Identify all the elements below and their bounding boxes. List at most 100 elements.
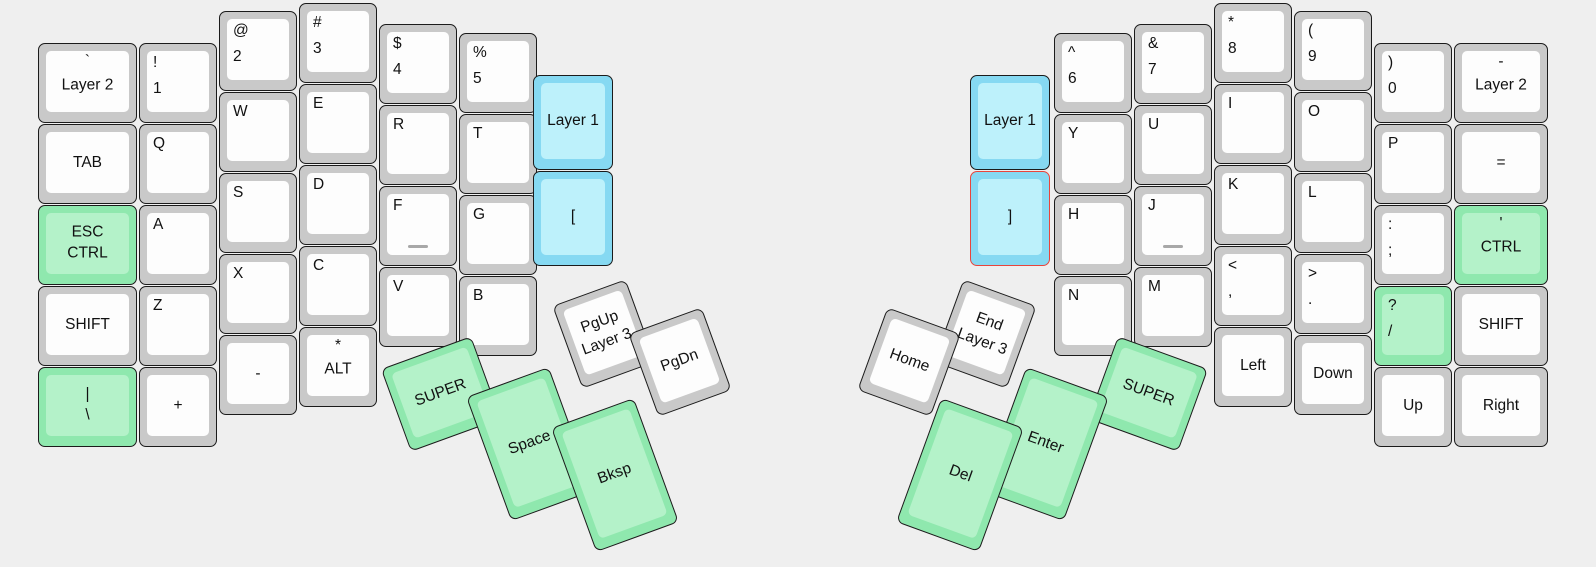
key-shift-right[interactable]: SHIFT	[1454, 286, 1548, 366]
key-grave-layer2-cap: `Layer 2	[46, 51, 129, 112]
key-layer1-left[interactable]: Layer 1	[533, 75, 613, 170]
key-v-base-legend: V	[393, 278, 404, 295]
key-5[interactable]: %5	[459, 33, 537, 113]
key-z[interactable]: Z	[139, 286, 217, 366]
key-e[interactable]: E	[299, 84, 377, 164]
key-9[interactable]: (9	[1294, 11, 1372, 91]
key-alt[interactable]: *ALT	[299, 327, 377, 407]
key-f[interactable]: F	[379, 186, 457, 266]
key-6-shift-legend: ^	[1068, 44, 1076, 61]
key-home-legend: Home	[887, 344, 933, 376]
key-7[interactable]: &7	[1134, 24, 1212, 104]
key-del-legend: Del	[946, 461, 975, 485]
key-t[interactable]: T	[459, 114, 537, 194]
key-del[interactable]: Del	[896, 397, 1024, 553]
key-equal[interactable]: =	[1454, 124, 1548, 204]
key-plus-legend: +	[173, 396, 183, 414]
key-del-cap: Del	[907, 408, 1014, 539]
key-0[interactable]: )0	[1374, 43, 1452, 123]
key-layer1-right[interactable]: Layer 1	[970, 75, 1050, 170]
key-8[interactable]: *8	[1214, 3, 1292, 83]
key-minus-layer2[interactable]: -Layer 2	[1454, 43, 1548, 123]
key-period[interactable]: >.	[1294, 254, 1372, 334]
key-y-cap: Y	[1062, 122, 1124, 183]
key-8-shift-legend: *	[1228, 14, 1235, 31]
key-w[interactable]: W	[219, 92, 297, 172]
key-bracket-left[interactable]: [	[533, 171, 613, 266]
key-2[interactable]: @2	[219, 11, 297, 91]
key-l-base-legend: L	[1308, 184, 1317, 201]
key-down-legend: Down	[1313, 364, 1353, 382]
key-v[interactable]: V	[379, 267, 457, 347]
key-m[interactable]: M	[1134, 267, 1212, 347]
key-3[interactable]: #3	[299, 3, 377, 83]
key-pgdn[interactable]: PgDn	[628, 307, 732, 417]
key-q[interactable]: Q	[139, 124, 217, 204]
key-pipe-backslash-legend-line2: \	[85, 406, 90, 424]
key-tab[interactable]: TAB	[38, 124, 137, 204]
key-plus[interactable]: +	[139, 367, 217, 447]
key-pipe-backslash[interactable]: |\	[38, 367, 137, 447]
key-minus-layer2-top-legend: -	[1498, 53, 1504, 70]
key-left[interactable]: Left	[1214, 327, 1292, 407]
key-g[interactable]: G	[459, 195, 537, 275]
key-w-cap: W	[227, 100, 289, 161]
key-c[interactable]: C	[299, 246, 377, 326]
key-bksp[interactable]: Bksp	[551, 397, 679, 553]
key-4-cap: $4	[387, 32, 449, 93]
key-super-right-cap: SUPER	[1099, 346, 1198, 439]
key-j[interactable]: J	[1134, 186, 1212, 266]
key-7-shift-legend: &	[1148, 35, 1159, 52]
key-2-cap: @2	[227, 19, 289, 80]
key-alt-legend: ALT	[324, 359, 352, 377]
key-up[interactable]: Up	[1374, 367, 1452, 447]
key-quote-ctrl[interactable]: 'CTRL	[1454, 205, 1548, 285]
key-comma[interactable]: <,	[1214, 246, 1292, 326]
key-semicolon-base-legend: ;	[1388, 242, 1393, 259]
key-s[interactable]: S	[219, 173, 297, 253]
key-i[interactable]: I	[1214, 84, 1292, 164]
key-slash-shift-legend: ?	[1388, 297, 1397, 314]
key-i-cap: I	[1222, 92, 1284, 153]
key-shift-left[interactable]: SHIFT	[38, 286, 137, 366]
key-1-cap: !1	[147, 51, 209, 112]
key-d[interactable]: D	[299, 165, 377, 245]
key-o-cap: O	[1302, 100, 1364, 161]
key-slash[interactable]: ?/	[1374, 286, 1452, 366]
key-m-cap: M	[1142, 275, 1204, 336]
key-down[interactable]: Down	[1294, 335, 1372, 415]
key-u-base-legend: U	[1148, 116, 1160, 133]
key-j-homing-bar	[1163, 245, 1183, 248]
key-minus-left[interactable]: -	[219, 335, 297, 415]
key-minus-left-legend: -	[255, 364, 261, 382]
key-f-cap: F	[387, 194, 449, 255]
key-5-base-legend: 5	[473, 70, 482, 87]
key-bracket-right[interactable]: ]	[970, 171, 1050, 266]
key-5-shift-legend: %	[473, 44, 487, 61]
key-d-cap: D	[307, 173, 369, 234]
key-right-legend: Right	[1482, 396, 1520, 414]
key-u[interactable]: U	[1134, 105, 1212, 185]
key-grave-layer2[interactable]: `Layer 2	[38, 43, 137, 123]
key-y[interactable]: Y	[1054, 114, 1132, 194]
key-right[interactable]: Right	[1454, 367, 1548, 447]
key-4[interactable]: $4	[379, 24, 457, 104]
key-q-cap: Q	[147, 132, 209, 193]
key-h[interactable]: H	[1054, 195, 1132, 275]
key-8-base-legend: 8	[1228, 40, 1237, 57]
key-p[interactable]: P	[1374, 124, 1452, 204]
key-n[interactable]: N	[1054, 276, 1132, 356]
key-7-cap: &7	[1142, 32, 1204, 93]
key-4-shift-legend: $	[393, 35, 402, 52]
key-3-base-legend: 3	[313, 40, 322, 57]
key-a[interactable]: A	[139, 205, 217, 285]
key-l[interactable]: L	[1294, 173, 1372, 253]
key-semicolon[interactable]: :;	[1374, 205, 1452, 285]
key-x[interactable]: X	[219, 254, 297, 334]
key-r[interactable]: R	[379, 105, 457, 185]
key-o[interactable]: O	[1294, 92, 1372, 172]
key-1[interactable]: !1	[139, 43, 217, 123]
key-k[interactable]: K	[1214, 165, 1292, 245]
key-6[interactable]: ^6	[1054, 33, 1132, 113]
